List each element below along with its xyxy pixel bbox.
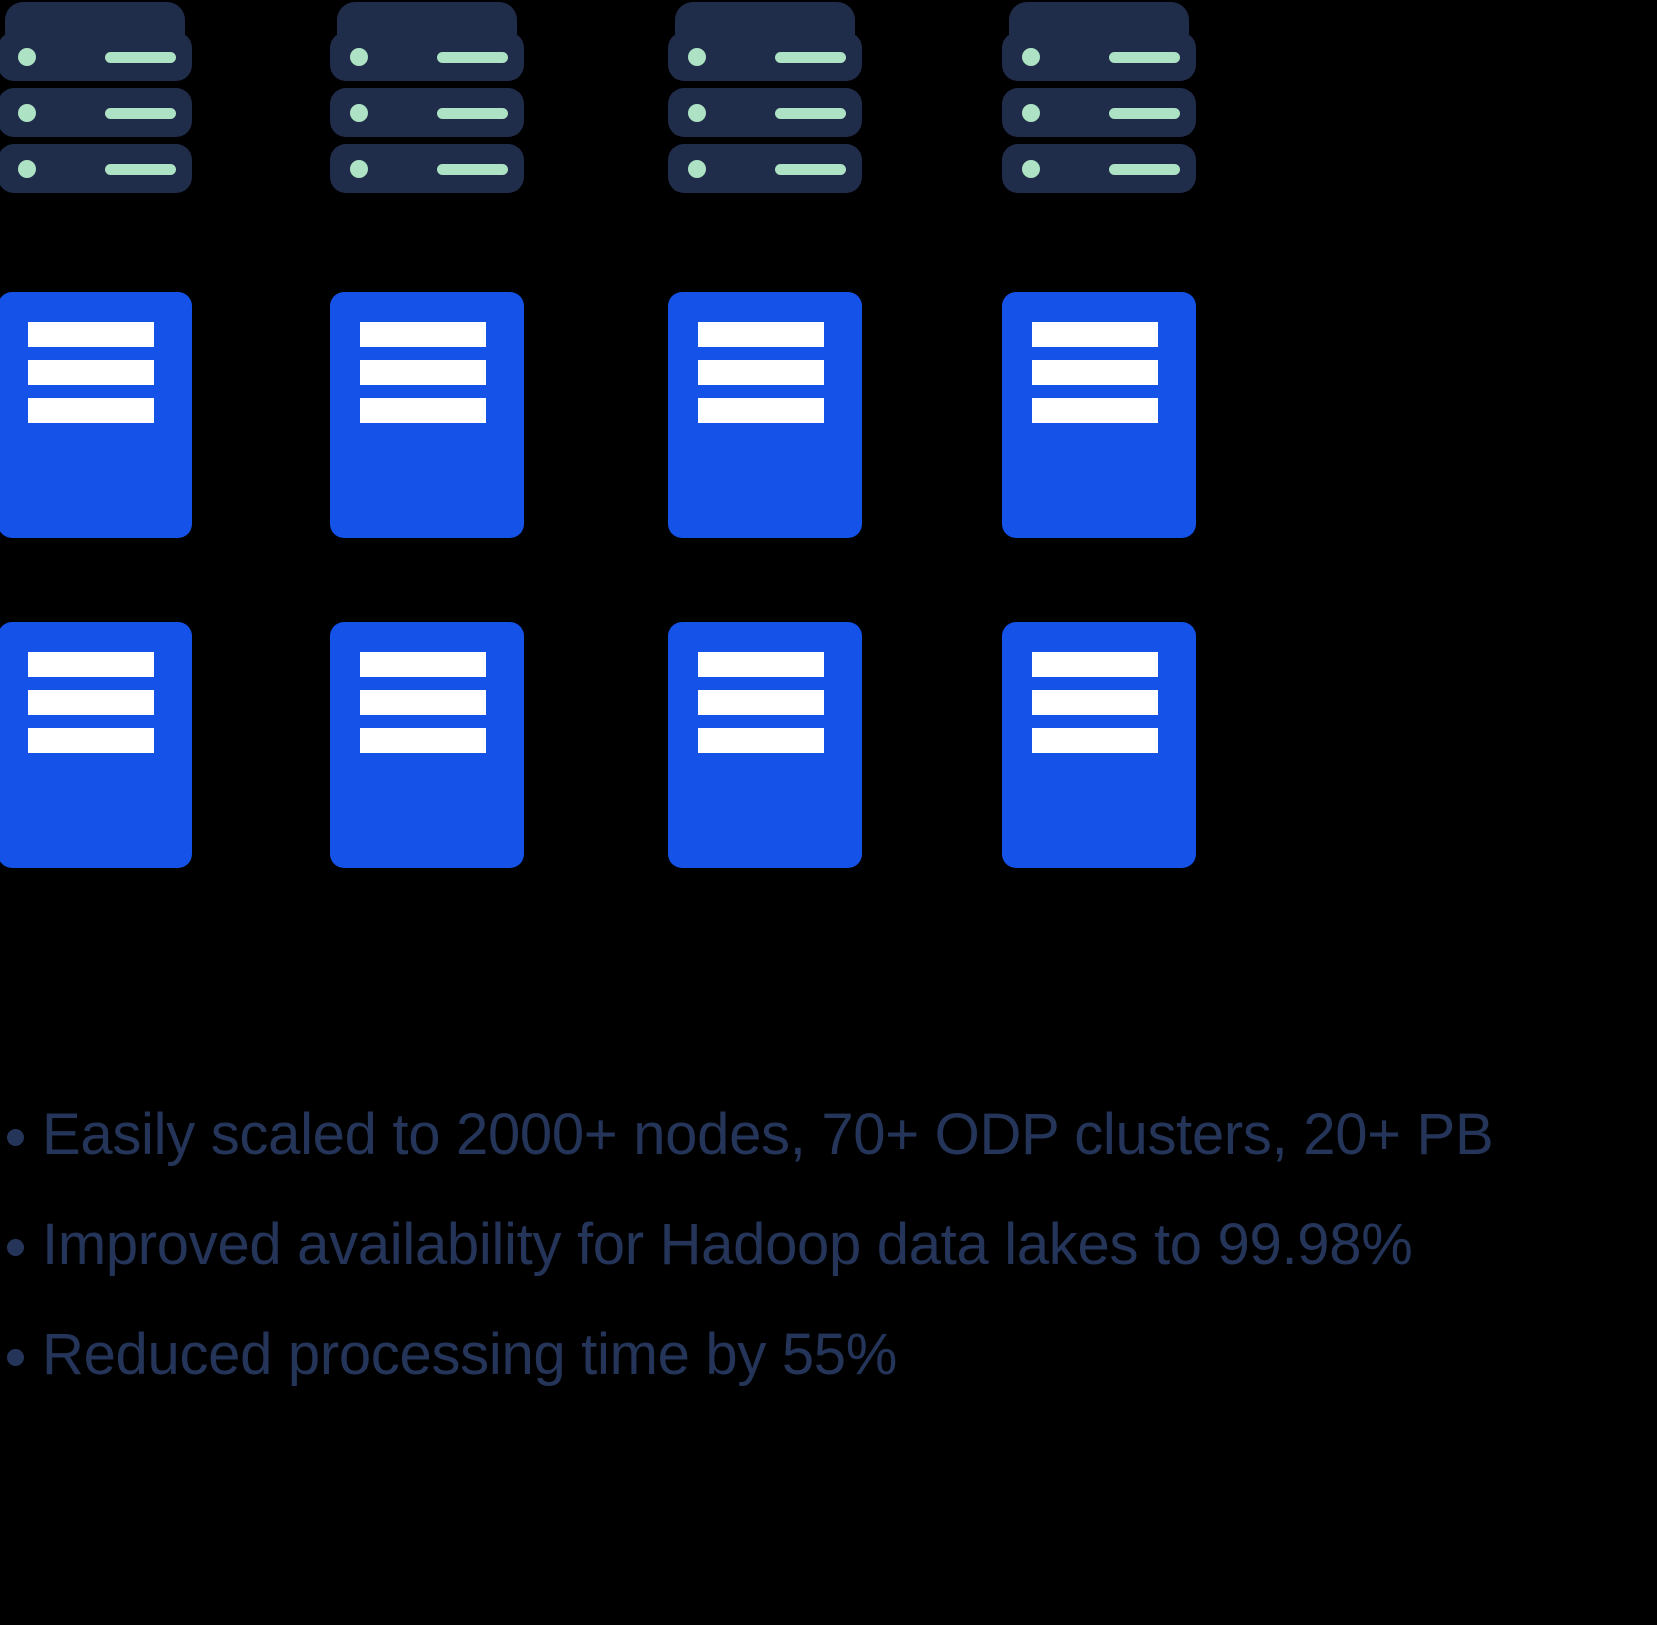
rack-unit [0, 144, 192, 193]
rack-status-dot-icon [350, 104, 368, 122]
server-rack-icon [0, 0, 192, 193]
node-line [28, 322, 154, 347]
server-rack-icon [668, 0, 862, 193]
node-line [360, 728, 486, 753]
rack-unit [668, 144, 862, 193]
rack-label-line [105, 108, 176, 119]
rack-label-line [437, 52, 508, 63]
node-line [360, 652, 486, 677]
rack-status-dot-icon [18, 48, 36, 66]
server-rack-icon [330, 0, 524, 193]
rack-label-line [1109, 108, 1180, 119]
server-node-icon [668, 292, 862, 538]
rack-unit [0, 88, 192, 137]
bullet-dot-icon [7, 1129, 24, 1146]
node-line [1032, 360, 1158, 385]
rack-status-dot-icon [1022, 104, 1040, 122]
bullet-dot-icon [7, 1349, 24, 1366]
node-line [1032, 322, 1158, 347]
rack-status-dot-icon [350, 48, 368, 66]
rack-unit [668, 88, 862, 137]
node-line [28, 690, 154, 715]
node-line [698, 360, 824, 385]
rack-unit [668, 32, 862, 81]
rack-status-dot-icon [688, 48, 706, 66]
rack-status-dot-icon [18, 160, 36, 178]
node-line [28, 360, 154, 385]
rack-label-line [105, 52, 176, 63]
node-line [360, 322, 486, 347]
rack-label-line [775, 52, 846, 63]
rack-status-dot-icon [1022, 48, 1040, 66]
rack-status-dot-icon [18, 104, 36, 122]
node-line [1032, 728, 1158, 753]
server-node-icon [330, 622, 524, 868]
rack-status-dot-icon [688, 160, 706, 178]
rack-unit [0, 32, 192, 81]
list-item: Reduced processing time by 55% [0, 1320, 1657, 1390]
list-item: Improved availability for Hadoop data la… [0, 1210, 1657, 1280]
rack-label-line [105, 164, 176, 175]
node-line [698, 652, 824, 677]
node-line [698, 322, 824, 347]
node-line [1032, 690, 1158, 715]
rack-unit [330, 88, 524, 137]
server-node-icon [668, 622, 862, 868]
node-line [360, 398, 486, 423]
rack-label-line [437, 108, 508, 119]
list-item-label: Easily scaled to 2000+ nodes, 70+ ODP cl… [42, 1102, 1494, 1167]
rack-label-line [775, 164, 846, 175]
benefits-bullet-list: Easily scaled to 2000+ nodes, 70+ ODP cl… [0, 1100, 1657, 1430]
rack-unit [330, 32, 524, 81]
list-item-label: Reduced processing time by 55% [42, 1322, 898, 1387]
rack-unit [1002, 88, 1196, 137]
node-line [1032, 398, 1158, 423]
bullet-dot-icon [7, 1239, 24, 1256]
rack-unit [330, 144, 524, 193]
node-line [360, 690, 486, 715]
rack-label-line [775, 108, 846, 119]
rack-label-line [1109, 52, 1180, 63]
server-node-icon [330, 292, 524, 538]
node-line [28, 398, 154, 423]
node-line [698, 398, 824, 423]
node-line [698, 728, 824, 753]
rack-label-line [1109, 164, 1180, 175]
node-line [28, 728, 154, 753]
rack-status-dot-icon [688, 104, 706, 122]
server-rack-icon [1002, 0, 1196, 193]
node-line [1032, 652, 1158, 677]
server-node-icon [1002, 622, 1196, 868]
server-node-icon [0, 622, 192, 868]
server-node-icon [1002, 292, 1196, 538]
list-item: Easily scaled to 2000+ nodes, 70+ ODP cl… [0, 1100, 1657, 1170]
node-line [698, 690, 824, 715]
rack-unit [1002, 144, 1196, 193]
rack-status-dot-icon [350, 160, 368, 178]
node-line [28, 652, 154, 677]
rack-unit [1002, 32, 1196, 81]
server-node-icon [0, 292, 192, 538]
rack-status-dot-icon [1022, 160, 1040, 178]
node-line [360, 360, 486, 385]
rack-label-line [437, 164, 508, 175]
list-item-label: Improved availability for Hadoop data la… [42, 1212, 1413, 1277]
